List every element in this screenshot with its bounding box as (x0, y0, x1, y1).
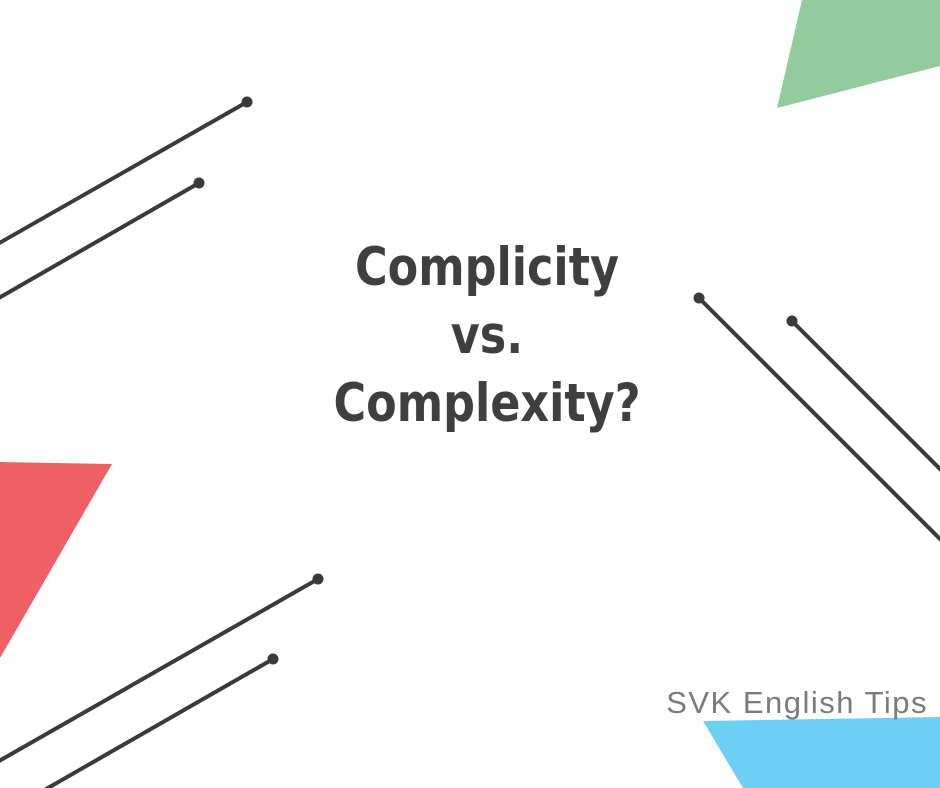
accent-line-dot (312, 573, 324, 585)
accent-line-dot (267, 653, 279, 665)
brand-label: SVK English Tips (666, 685, 928, 720)
accent-line-dot (693, 292, 705, 304)
accent-line-dot (241, 96, 253, 108)
red-corner-shape (0, 462, 112, 658)
accent-line-top-left-2 (0, 181, 200, 300)
accent-line-top-left-1 (0, 100, 248, 245)
accent-line-right-1 (697, 296, 940, 542)
title-line-2: vs. (450, 305, 524, 366)
accent-line-dot (786, 315, 798, 327)
accent-line-right-2 (790, 319, 940, 472)
title-line-3: Complexity? (333, 373, 641, 434)
accent-line-bottom-left-1 (0, 577, 319, 763)
accent-line-dot (193, 177, 205, 189)
accent-line-bottom-left-2 (43, 657, 274, 788)
poster-title: Complicity vs. Complexity? (92, 234, 882, 438)
title-line-1: Complicity (355, 237, 619, 298)
green-corner-shape (777, 0, 940, 108)
blue-ribbon-shape (703, 717, 940, 788)
